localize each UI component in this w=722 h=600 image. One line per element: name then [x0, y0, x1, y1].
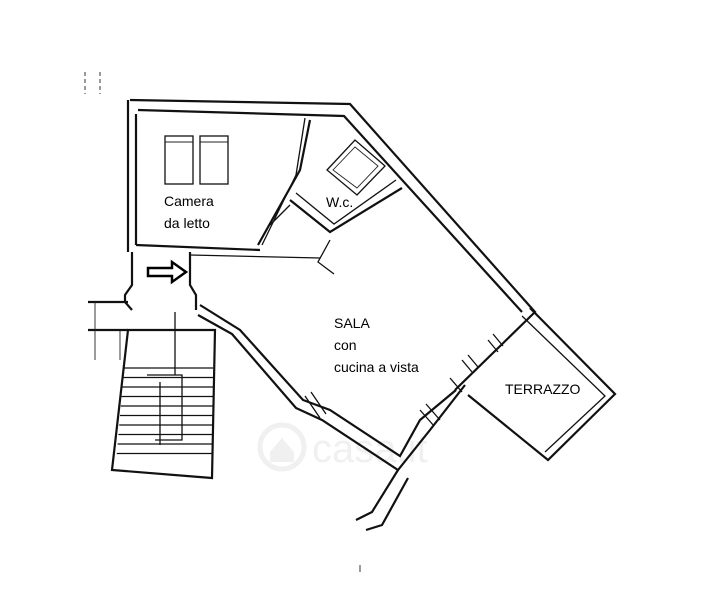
entrance-arrow-icon	[146, 259, 189, 285]
watermark-text: casa.it	[312, 427, 428, 471]
living-room: SALA con cucina a vista	[334, 315, 419, 375]
bed-icon	[164, 135, 229, 185]
staircase-icon	[110, 312, 217, 480]
margin-marks	[84, 72, 361, 572]
terrace: TERRAZZO	[467, 307, 617, 462]
windows	[304, 333, 504, 427]
room-label-wc: W.c.	[326, 194, 353, 210]
room-label-bedroom-1: Camera	[164, 193, 214, 209]
bathtub-icon	[326, 139, 386, 196]
landing	[88, 300, 128, 360]
room-label-living-2: con	[334, 337, 357, 353]
bedroom: Camera da letto	[135, 117, 321, 259]
room-label-living-1: SALA	[334, 315, 370, 331]
room-label-living-3: cucina a vista	[334, 359, 419, 375]
exterior-walls	[126, 98, 537, 472]
lower-passage	[355, 469, 409, 532]
bathroom: W.c.	[269, 139, 403, 275]
watermark-logo: casa.it	[257, 422, 428, 472]
room-label-bedroom-2: da letto	[164, 215, 210, 231]
room-label-terrace: TERRAZZO	[505, 381, 581, 397]
entrance	[123, 252, 198, 311]
